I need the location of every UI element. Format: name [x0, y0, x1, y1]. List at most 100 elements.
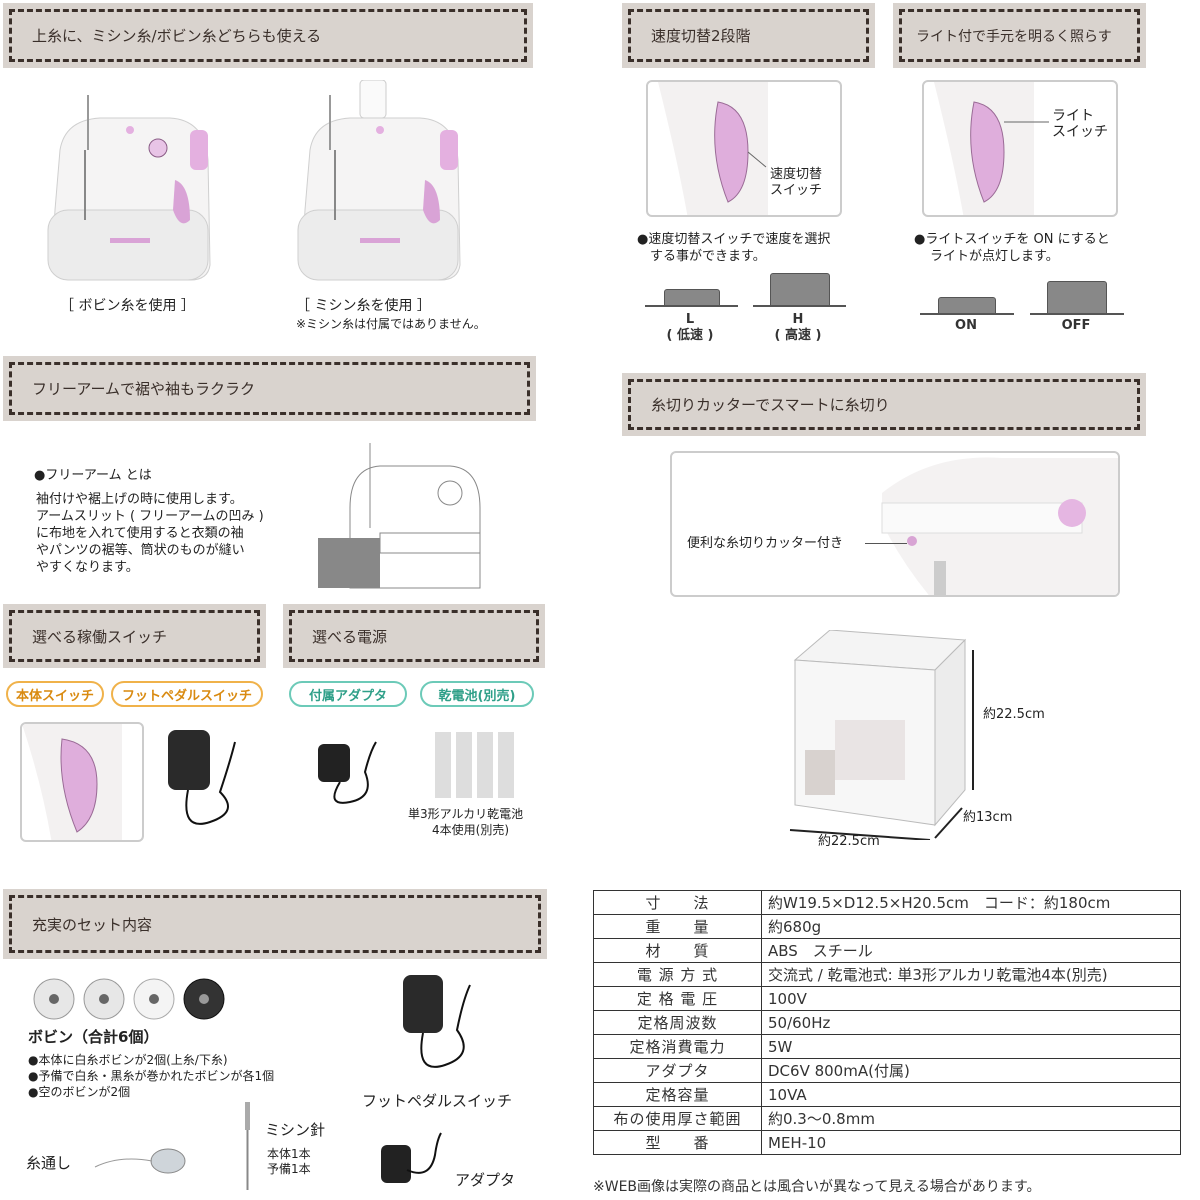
spec-key: 定格容量: [593, 1082, 762, 1107]
box-depth-label: 約13cm: [963, 810, 1013, 825]
note-spool-not-included: ※ミシン糸は付属ではありません。: [296, 317, 486, 331]
spec-value: 100V: [761, 986, 1181, 1011]
switch-on-base: [920, 313, 1014, 315]
package-box-image: [793, 630, 967, 827]
spec-value: ABS スチール: [761, 938, 1181, 963]
header-set: 充実のセット内容: [3, 889, 547, 959]
spec-value: 10VA: [761, 1082, 1181, 1107]
caption-spool: ［ ミシン糸を使用 ］: [296, 298, 431, 314]
free-arm-title: ●フリーアーム とは: [34, 468, 152, 483]
set-adapter-image: [381, 1132, 442, 1183]
free-arm-body-4: やパンツの裾等、筒状のものが縫い: [36, 543, 245, 558]
speed-callout-line2: スイッチ: [770, 183, 823, 198]
light-switch-image: [934, 82, 1049, 215]
header-light: ライト付で手元を明るく照らす: [893, 3, 1146, 68]
threader-image: [94, 1148, 186, 1174]
free-arm-body-5: やすくなります。: [36, 560, 139, 575]
label-low: L( 低速 ): [666, 312, 714, 343]
set-foot-pedal-image: [403, 975, 471, 1068]
cutter-callout: 便利な糸切りカッター付き: [687, 536, 844, 551]
set-adapter-label: アダプタ: [455, 1171, 516, 1189]
spec-row: 重 量約680g: [593, 914, 1181, 939]
set-pedal-label: フットペダルスイッチ: [362, 1092, 513, 1110]
spec-key: 布の使用厚さ範囲: [593, 1106, 762, 1131]
cutter-callout-line: [865, 543, 907, 544]
header-speed: 速度切替2段階: [622, 3, 875, 68]
speed-callout-line1: 速度切替: [770, 167, 823, 182]
spec-value: 約W19.5×D12.5×H20.5cm コード：約180cm: [761, 890, 1181, 915]
free-arm-body-2: アームスリット ( フリーアームの凹み ): [36, 509, 264, 524]
foot-pedal-image: [168, 730, 236, 825]
pill-body-switch: 本体スイッチ: [6, 681, 104, 707]
light-switch-photo: [922, 80, 1118, 217]
header-cutter: 糸切りカッターでスマートに糸切り: [622, 373, 1146, 436]
speed-desc-line1: ●速度切替スイッチで速度を選択: [637, 232, 831, 247]
body-switch-image: [22, 724, 122, 840]
bobbin-note-1: ●本体に白糸ボビンが2個(上糸/下糸): [28, 1053, 228, 1067]
spec-key: 定 格 電 圧: [593, 986, 762, 1011]
header-free-arm: フリーアームで裾や袖もラクラク: [3, 356, 536, 421]
header-switch: 選べる稼働スイッチ: [3, 604, 266, 668]
light-desc-line2: ライトが点灯します。: [930, 249, 1059, 264]
sewing-machine-spool-image: [297, 80, 461, 281]
bobbin-note-2: ●予備で白糸・黒糸が巻かれたボビンが各1個: [28, 1069, 275, 1083]
speed-switch-image: [658, 82, 768, 215]
needle-note-1: 本体1本: [267, 1147, 311, 1161]
footnote: ※WEB画像は実際の商品とは風合いが異なって見える場合があります。: [593, 1179, 1041, 1195]
body-switch-photo: [20, 722, 144, 842]
free-arm-body-3: に布地を入れて使用すると衣類の袖: [36, 526, 244, 541]
label-on: ON: [955, 318, 977, 333]
spec-key: 重 量: [593, 914, 762, 939]
spec-row: 寸 法約W19.5×D12.5×H20.5cm コード：約180cm: [593, 890, 1181, 915]
speed-switch-photo: [646, 80, 842, 217]
label-off: OFF: [1061, 318, 1091, 333]
cutter-photo: [670, 451, 1120, 597]
needle-note-2: 予備1本: [267, 1162, 311, 1176]
spec-value: DC6V 800mA(付属): [761, 1058, 1181, 1083]
spec-value: 50/60Hz: [761, 1010, 1181, 1035]
switch-high-base: [753, 305, 846, 307]
spec-value: 約0.3～0.8mm: [761, 1106, 1181, 1131]
free-arm-diagram: [318, 443, 481, 589]
box-height-label: 約22.5cm: [983, 707, 1045, 722]
spec-key: 電 源 方 式: [593, 962, 762, 987]
battery-image: [435, 732, 514, 798]
spec-key: 材 質: [593, 938, 762, 963]
cutter-image: [881, 457, 1118, 595]
needle-title: ミシン針: [265, 1121, 326, 1139]
spec-value: MEH-10: [761, 1130, 1181, 1155]
bobbins-image: [33, 978, 225, 1020]
spec-row: 布の使用厚さ範囲約0.3～0.8mm: [593, 1106, 1181, 1131]
box-dimension-lines: [789, 650, 974, 840]
spec-row: 電 源 方 式交流式 / 乾電池式: 単3形アルカリ乾電池4本(別売): [593, 962, 1181, 987]
battery-note-line2: 4本使用(別売): [432, 823, 509, 837]
pill-adapter-included: 付属アダプタ: [289, 681, 407, 707]
needle-image: [245, 1102, 250, 1190]
header-threads: 上糸に、ミシン糸/ボビン糸どちらも使える: [3, 3, 533, 68]
caption-bobbin: ［ ボビン糸を使用 ］: [60, 298, 195, 314]
spec-key: 定格消費電力: [593, 1034, 762, 1059]
switch-off-diagram: [1047, 281, 1107, 315]
light-callout-line2: スイッチ: [1052, 124, 1108, 140]
bobbin-note-3: ●空のボビンが2個: [28, 1085, 131, 1099]
label-high: H( 高速 ): [774, 312, 822, 343]
header-power: 選べる電源: [283, 604, 545, 668]
spec-key: 定格周波数: [593, 1010, 762, 1035]
pill-battery-sold-separately: 乾電池(別売): [420, 681, 534, 707]
adapter-image: [318, 741, 377, 804]
threader-label: 糸通し: [26, 1154, 72, 1172]
switch-off-base: [1030, 313, 1124, 315]
switch-high-diagram: [770, 273, 830, 307]
battery-note-line1: 単3形アルカリ乾電池: [408, 807, 524, 821]
spec-key: 寸 法: [593, 890, 762, 915]
switch-low-base: [645, 305, 738, 307]
light-desc-line1: ●ライトスイッチを ON にすると: [914, 232, 1110, 247]
spec-key: アダプタ: [593, 1058, 762, 1083]
